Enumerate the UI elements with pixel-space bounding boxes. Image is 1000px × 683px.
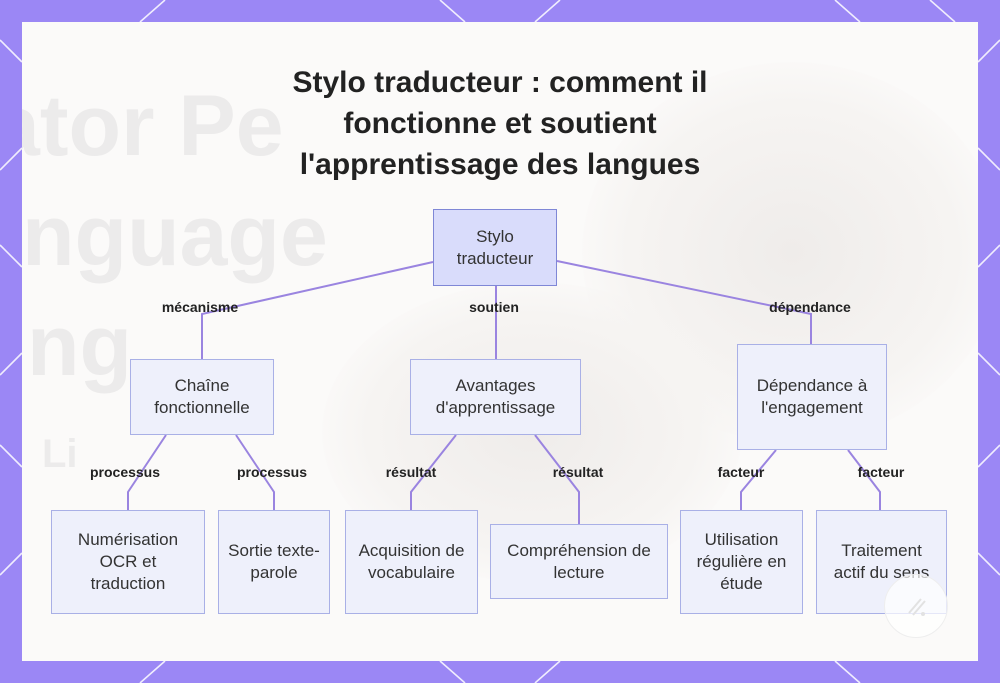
- background-ghost-text: ator Pe: [22, 78, 284, 174]
- edge-label-resultat-1: résultat: [385, 464, 437, 480]
- edge-chain-tts: [235, 434, 275, 510]
- node-sortie-texte-parole: Sortie texte-parole: [218, 510, 330, 614]
- edge-label-dependance: dépendance: [769, 299, 851, 315]
- edge-label-processus-2: processus: [236, 464, 308, 480]
- edge-label-resultat-2: résultat: [552, 464, 604, 480]
- logo-watermark-icon: [884, 574, 948, 638]
- edge-chain-ocr: [127, 434, 167, 510]
- node-comprehension-lecture: Compréhension de lecture: [490, 524, 668, 599]
- background-ghost-text: nguage: [22, 188, 328, 284]
- edge-label-soutien: soutien: [469, 299, 519, 315]
- node-utilisation-reguliere: Utilisation régulière en étude: [680, 510, 803, 614]
- edge-dependency-usage: [740, 449, 777, 510]
- node-dependance-engagement: Dépendance à l'engagement: [737, 344, 887, 450]
- edge-benefits-vocab: [410, 434, 457, 510]
- edge-root-dependency: [556, 260, 812, 344]
- node-avantages-apprentissage: Avantages d'apprentissage: [410, 359, 581, 435]
- edge-label-facteur-1: facteur: [717, 464, 765, 480]
- node-chaine-fonctionnelle: Chaîne fonctionnelle: [130, 359, 274, 435]
- node-stylo-traducteur: Stylo traducteur: [433, 209, 557, 286]
- edge-label-mecanisme: mécanisme: [161, 299, 239, 315]
- edge-label-processus-1: processus: [89, 464, 161, 480]
- edge-benefits-reading: [534, 434, 580, 524]
- background-ghost-text: Li: [42, 432, 78, 476]
- background-ghost-text: ng: [27, 298, 133, 394]
- node-acquisition-vocabulaire: Acquisition de vocabulaire: [345, 510, 478, 614]
- edge-dependency-processing: [847, 449, 881, 510]
- edge-root-chain: [201, 261, 434, 359]
- diagram-title: Stylo traducteur : comment il fonctionne…: [292, 66, 708, 181]
- edge-label-facteur-2: facteur: [857, 464, 905, 480]
- node-numerisation-ocr: Numérisation OCR et traduction: [51, 510, 205, 614]
